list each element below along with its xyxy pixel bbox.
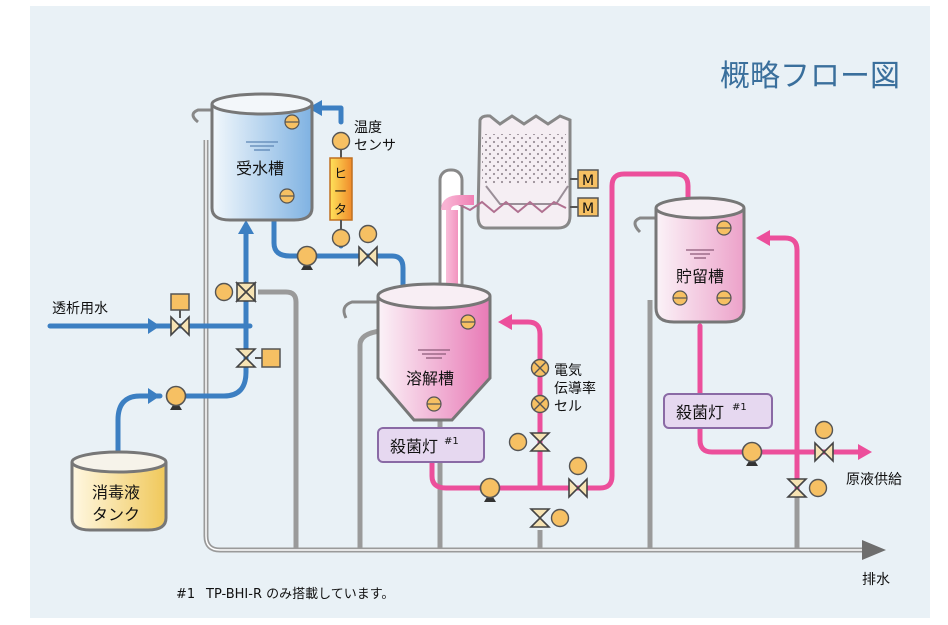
- heater-char-3: タ: [334, 203, 347, 218]
- heater-char-1: ヒ: [334, 167, 347, 182]
- concentrate-supply-label: 原液供給: [846, 472, 902, 488]
- valve-actuator-icon: [550, 508, 570, 528]
- conductivity-cell: [530, 358, 550, 414]
- temp-sensor-label-line2: センサ: [354, 138, 396, 154]
- conductivity-label-line3: セル: [554, 399, 582, 415]
- dialysis-water-label: 透析用水: [52, 301, 108, 317]
- uv-lamp-label: 殺菌灯: [676, 403, 724, 422]
- level-sensor-icon: [460, 314, 476, 330]
- level-sensor-icon: [279, 188, 295, 204]
- heater-char-2: ー: [334, 185, 347, 200]
- inlet-valve: [170, 293, 190, 336]
- storage-tank-label: 貯留槽: [676, 267, 724, 286]
- pump-inlet-arrow: [148, 388, 160, 404]
- uv-lamp-1: 殺菌灯 #1: [377, 427, 485, 463]
- heater: ヒ ー タ: [329, 131, 353, 248]
- motor-1: M: [577, 169, 599, 189]
- uv-lamp-note: #1: [732, 402, 747, 413]
- drain-label: 排水: [862, 572, 890, 588]
- motor-2: M: [577, 197, 599, 217]
- drain-arrow: [862, 540, 886, 560]
- dissolving-tank: 溶解槽: [342, 282, 492, 422]
- disinfectant-tank-label-line1: 消毒液: [92, 483, 140, 502]
- valve-actuator-icon: [814, 420, 834, 440]
- footnote-text: TP-BHI-R のみ搭載しています。: [205, 586, 394, 602]
- valve-actuator-icon: [568, 456, 588, 476]
- level-sensor-icon: [426, 396, 442, 412]
- cell-return-arrow: [498, 314, 512, 330]
- valve-actuator-icon: [808, 478, 828, 498]
- conductivity-label-line2: 伝導率: [554, 380, 596, 397]
- diagram-title: 概略フロー図: [720, 59, 900, 94]
- level-sensor-icon: [716, 290, 732, 306]
- powder-hopper: [438, 114, 572, 312]
- supply-arrow: [858, 444, 872, 460]
- uv-lamp-note: #1: [444, 436, 459, 447]
- valve-actuator-icon: [508, 432, 528, 452]
- return-arrow: [308, 100, 322, 116]
- conductivity-label-line1: 電気: [554, 363, 582, 379]
- motor-label: M: [582, 173, 594, 189]
- lower-valve: [236, 348, 281, 368]
- storage-tank: 貯留槽: [633, 196, 746, 324]
- level-sensor-icon: [284, 114, 300, 130]
- level-sensor-icon: [716, 220, 732, 236]
- motor-label: M: [582, 201, 594, 217]
- disinfectant-tank-label-line2: タンク: [92, 505, 140, 524]
- uv-lamp-2: 殺菌灯 #1: [663, 393, 773, 429]
- temp-sensor-label-line1: 温度: [354, 120, 382, 136]
- inlet-arrow: [148, 318, 160, 334]
- footnote-mark: #1: [176, 587, 195, 602]
- temperature-sensor-icon: [331, 228, 351, 248]
- receiving-tank: 受水槽: [191, 92, 314, 222]
- disinfectant-tank: 消毒液 タンク: [70, 450, 168, 532]
- uv-lamp-label: 殺菌灯: [390, 437, 438, 456]
- concentrate-lines: [429, 171, 861, 491]
- up-arrow: [238, 220, 254, 234]
- drain-lines-inner: [205, 140, 862, 551]
- level-sensor-icon: [672, 290, 688, 306]
- storage-return-arrow: [756, 230, 770, 246]
- dissolving-tank-label: 溶解槽: [406, 369, 454, 388]
- temperature-sensor-icon: [331, 131, 351, 151]
- valve-actuator-icon: [358, 224, 378, 244]
- receiving-tank-label: 受水槽: [236, 159, 284, 178]
